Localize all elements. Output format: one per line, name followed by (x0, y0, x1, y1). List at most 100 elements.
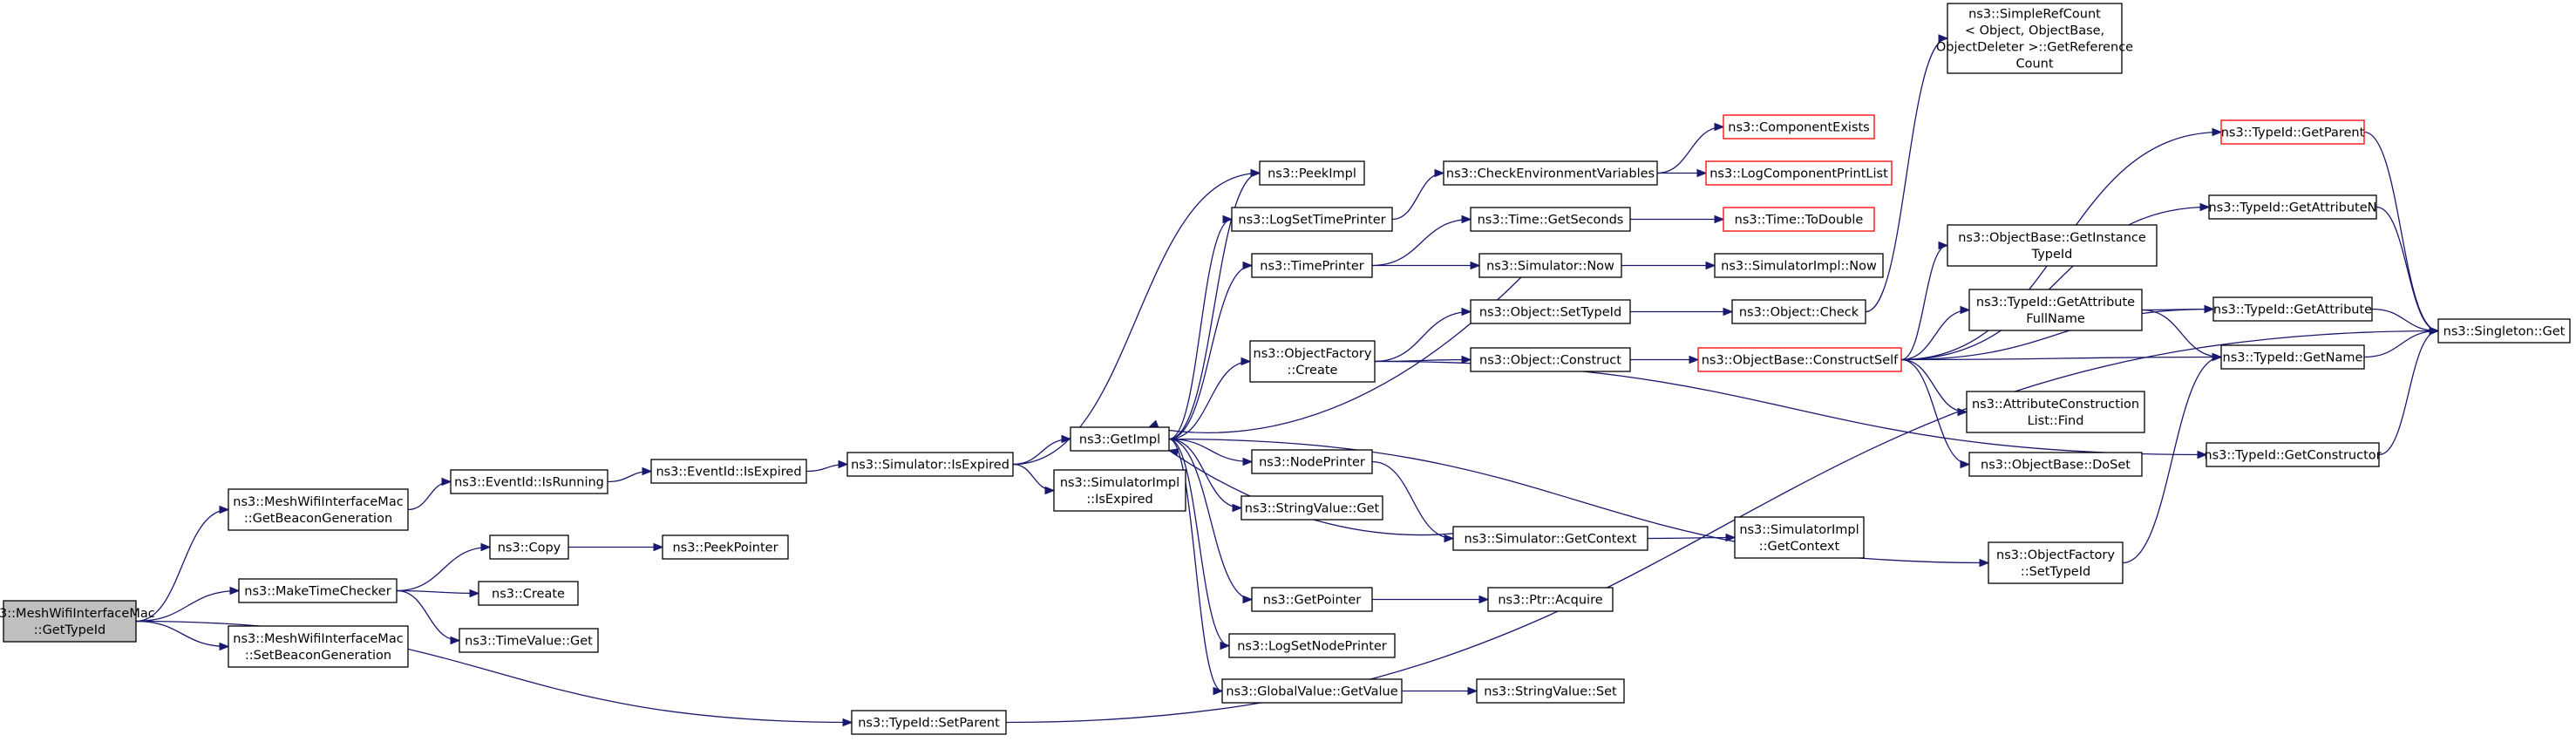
edge-line (1168, 172, 1261, 440)
node-label: ::GetTypeId (34, 623, 105, 637)
node-logsetnode[interactable]: ns3::LogSetNodePrinter (1228, 633, 1396, 658)
node-box (1251, 253, 1373, 278)
node-simimplnow[interactable]: ns3::SimulatorImpl::Now (1714, 253, 1884, 278)
node-simimplctx[interactable]: ns3::SimulatorImpl::GetContext (1734, 516, 1865, 559)
node-box (450, 469, 608, 494)
edge-line (1371, 460, 1454, 540)
node-box (1240, 495, 1383, 521)
node-label: ns3::ObjectBase::DoSet (1981, 459, 2131, 473)
node-label: ns3::StringValue::Set (1484, 685, 1617, 699)
edge-arrowhead (1242, 457, 1254, 466)
node-label: ns3::TypeId::SetParent (858, 717, 1000, 731)
node-label: ns3::ObjectFactory (1254, 347, 1372, 361)
node-ptracquire[interactable]: ns3::Ptr::Acquire (1487, 587, 1614, 612)
node-box (1053, 469, 1186, 512)
edge-checkenv-to-compexists (1656, 122, 1725, 174)
node-label: ns3::Simulator::IsExpired (851, 459, 1009, 473)
edge-arrowhead (842, 718, 853, 727)
node-checkenv[interactable]: ns3::CheckEnvironmentVariables (1443, 160, 1658, 186)
node-box (3, 600, 137, 643)
node-label: TypeId (2031, 248, 2073, 262)
node-objbasedoset[interactable]: ns3::ObjectBase::DoSet (1968, 452, 2143, 477)
node-strvalset[interactable]: ns3::StringValue::Set (1476, 678, 1625, 704)
node-label: < Object, ObjectBase, (1965, 24, 2104, 38)
node-simgetctx[interactable]: ns3::Simulator::GetContext (1452, 526, 1648, 551)
node-box (1259, 160, 1365, 186)
node-peekimpl[interactable]: ns3::PeekImpl (1259, 160, 1365, 186)
node-objcheck[interactable]: ns3::Object::Check (1731, 299, 1866, 324)
node-timegetsec[interactable]: ns3::Time::GetSeconds (1470, 207, 1631, 232)
node-setparent[interactable]: ns3::TypeId::SetParent (851, 710, 1007, 735)
node-timeprinter[interactable]: ns3::TimePrinter (1251, 253, 1373, 278)
node-objfactcreate[interactable]: ns3::ObjectFactory::Create (1249, 340, 1376, 383)
node-create[interactable]: ns3::Create (478, 581, 579, 606)
edge-line (1168, 438, 1223, 692)
edge-line (135, 589, 240, 623)
node-nodeprinter[interactable]: ns3::NodePrinter (1251, 449, 1373, 474)
node-label: ns3::EventId::IsRunning (454, 476, 604, 490)
edge-maketime-to-timevalget (396, 589, 461, 645)
node-getbeacon[interactable]: ns3::MeshWifiInterfaceMac::GetBeaconGene… (228, 488, 409, 531)
edge-arrowhead (1434, 168, 1445, 178)
edge-arrowhead (469, 589, 480, 598)
node-maketime[interactable]: ns3::MakeTimeChecker (238, 578, 398, 603)
node-objsettypeid[interactable]: ns3::Object::SetTypeId (1470, 299, 1631, 324)
node-getpointer[interactable]: ns3::GetPointer (1251, 587, 1373, 612)
edge-arrowhead (1960, 459, 1971, 469)
node-typeidgetattr[interactable]: ns3::TypeId::GetAttribute (2212, 296, 2373, 322)
node-label: ns3::TypeId::GetConstructor (2204, 449, 2381, 463)
node-copy[interactable]: ns3::Copy (489, 534, 569, 560)
node-timevalget[interactable]: ns3::TimeValue::Get (459, 628, 599, 653)
node-box (1228, 633, 1396, 658)
node-peekpointer[interactable]: ns3::PeekPointer (662, 534, 789, 560)
edge-arrowhead (838, 459, 849, 469)
node-label: ns3::TimePrinter (1260, 260, 1364, 274)
node-evexpired[interactable]: ns3::EventId::IsExpired (650, 459, 807, 484)
node-box (1470, 299, 1631, 324)
node-singletonget[interactable]: ns3::Singleton::Get (2437, 318, 2571, 344)
node-box (2220, 119, 2365, 145)
node-root[interactable]: ns3::MeshWifiInterfaceMac::GetTypeId (0, 600, 155, 643)
edge-getimpl-to-globalget (1168, 438, 1224, 696)
node-box (459, 628, 599, 653)
edge-getimpl-to-timeprinter (1168, 261, 1254, 440)
edge-maketime-to-copy (396, 542, 492, 592)
node-typeidgetparent[interactable]: ns3::TypeId::GetParent (2220, 119, 2365, 145)
edge-arrowhead (1240, 357, 1252, 366)
node-timetodouble[interactable]: ns3::Time::ToDouble (1723, 207, 1875, 232)
node-logcompprint[interactable]: ns3::LogComponentPrintList (1705, 160, 1893, 186)
edge-line (2363, 330, 2439, 358)
edge-evexpired-to-simexpired (805, 459, 849, 473)
node-simplerefcount[interactable]: ns3::SimpleRefCount< Object, ObjectBase,… (1936, 3, 2133, 74)
edge-getpointer-to-ptracquire (1371, 595, 1490, 604)
node-isrunning[interactable]: ns3::EventId::IsRunning (450, 469, 608, 494)
node-label: ::Create (1288, 364, 1338, 378)
node-logsettime[interactable]: ns3::LogSetTimePrinter (1231, 207, 1393, 232)
edge-timeprinter-to-simnow (1371, 261, 1481, 270)
edge-objbaseconstruct-to-objbasedoset (1900, 358, 1971, 469)
node-stringvalget[interactable]: ns3::StringValue::Get (1240, 495, 1383, 521)
node-globalget[interactable]: ns3::GlobalValue::GetValue (1221, 678, 1403, 704)
node-objbaseconstruct[interactable]: ns3::ObjectBase::ConstructSelf (1697, 347, 1902, 372)
node-objfactsettypeid[interactable]: ns3::ObjectFactory::SetTypeId (1988, 541, 2124, 584)
node-typeidgetattrn[interactable]: ns3::TypeId::GetAttributeN (2208, 194, 2377, 220)
node-box (1251, 587, 1373, 612)
node-objconstruct[interactable]: ns3::Object::Construct (1470, 347, 1631, 372)
edge-line (396, 589, 479, 595)
node-simimplexp[interactable]: ns3::SimulatorImpl::IsExpired (1053, 469, 1186, 512)
node-typeidgetname[interactable]: ns3::TypeId::GetName (2220, 344, 2365, 370)
node-compexists[interactable]: ns3::ComponentExists (1723, 114, 1875, 140)
node-simexpired[interactable]: ns3::Simulator::IsExpired (846, 452, 1014, 477)
node-typeidgetconstr[interactable]: ns3::TypeId::GetConstructor (2204, 442, 2382, 467)
edge-simgetctx-to-simimplctx (1647, 533, 1737, 542)
node-simnow[interactable]: ns3::Simulator::Now (1478, 253, 1622, 278)
node-getimpl[interactable]: ns3::GetImpl (1070, 426, 1170, 452)
node-box (1231, 207, 1393, 232)
edge-line (1865, 37, 1948, 313)
node-setbeacon[interactable]: ns3::MeshWifiInterfaceMac::SetBeaconGene… (228, 625, 409, 668)
node-box (478, 581, 579, 606)
